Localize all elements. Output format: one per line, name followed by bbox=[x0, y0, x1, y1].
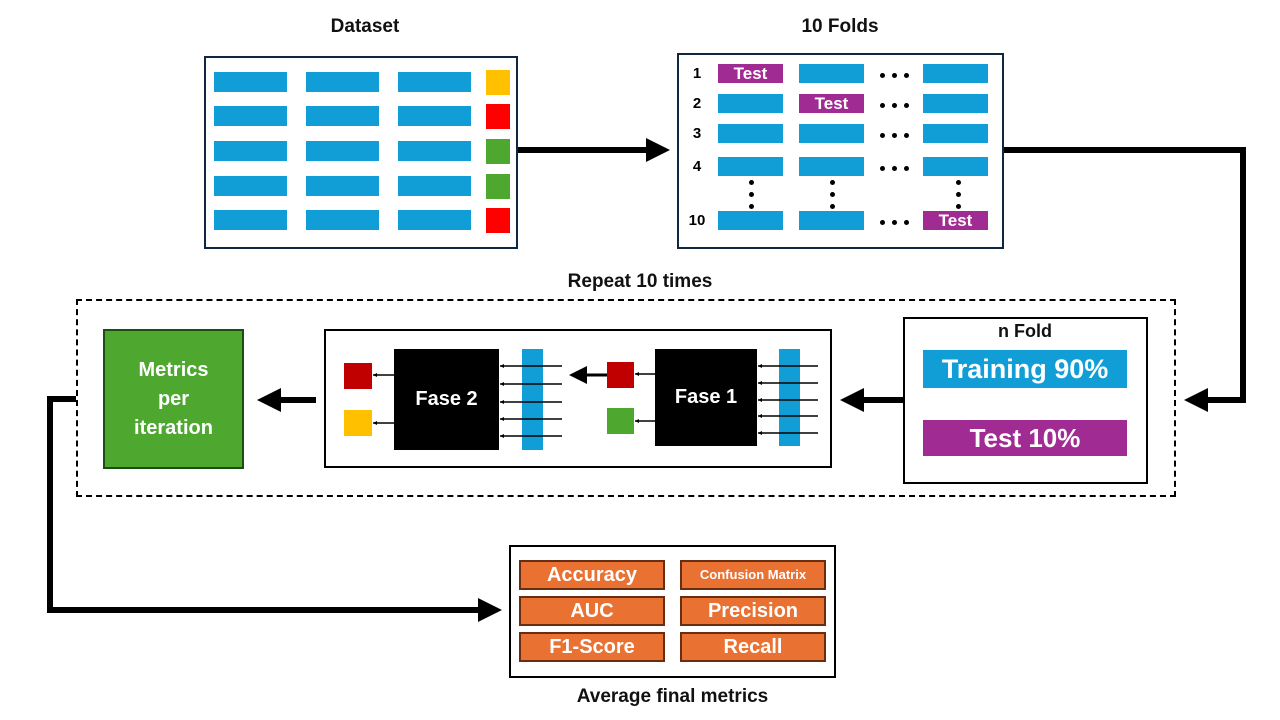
fold-train-cell bbox=[799, 64, 864, 83]
final-metric-recall: Recall bbox=[680, 632, 826, 662]
fold-train-cell bbox=[799, 157, 864, 176]
vertical-ellipsis-dot bbox=[830, 204, 835, 209]
ellipsis-dot bbox=[904, 133, 909, 138]
dataset-feature-cell bbox=[398, 210, 471, 230]
fase2-output-class-1 bbox=[344, 363, 372, 389]
vertical-ellipsis-dot bbox=[749, 204, 754, 209]
fold-train-cell bbox=[923, 157, 988, 176]
metrics-line-3: iteration bbox=[134, 416, 213, 439]
fold-number: 1 bbox=[692, 65, 702, 82]
dataset-feature-cell bbox=[398, 176, 471, 196]
dataset-label-cell bbox=[486, 174, 510, 199]
ellipsis-dot bbox=[904, 220, 909, 225]
ellipsis-dot bbox=[880, 133, 885, 138]
final-metric-auc: AUC bbox=[519, 596, 665, 626]
fase1-output-class-1 bbox=[607, 362, 634, 388]
ellipsis-dot bbox=[880, 103, 885, 108]
dataset-feature-cell bbox=[214, 210, 287, 230]
final-metrics-caption: Average final metrics bbox=[576, 686, 769, 707]
repeat-label: Repeat 10 times bbox=[567, 271, 713, 292]
dataset-box bbox=[204, 56, 518, 249]
metrics-line-1: Metrics bbox=[138, 358, 209, 381]
dataset-feature-cell bbox=[398, 141, 471, 161]
dataset-feature-cell bbox=[214, 72, 287, 92]
dataset-feature-cell bbox=[398, 106, 471, 126]
ellipsis-dot bbox=[892, 103, 897, 108]
fold-number: 4 bbox=[692, 158, 702, 175]
fold-train-cell bbox=[923, 124, 988, 143]
n-fold-title: n Fold bbox=[998, 321, 1052, 341]
ellipsis-dot bbox=[892, 220, 897, 225]
vertical-ellipsis-dot bbox=[956, 192, 961, 197]
fase2-model-block: Fase 2 bbox=[394, 349, 499, 450]
dataset-feature-cell bbox=[306, 210, 379, 230]
training-split-badge: Training 90% bbox=[923, 350, 1127, 388]
fold-test-cell: Test bbox=[923, 211, 988, 230]
metrics-per-iteration-box: Metrics per iteration bbox=[103, 329, 244, 469]
ellipsis-dot bbox=[904, 103, 909, 108]
vertical-ellipsis-dot bbox=[830, 180, 835, 185]
fold-train-cell bbox=[923, 94, 988, 113]
folds-box bbox=[677, 53, 1004, 249]
dataset-label-cell bbox=[486, 104, 510, 129]
fold-train-cell bbox=[718, 94, 783, 113]
fold-train-cell bbox=[799, 124, 864, 143]
ellipsis-dot bbox=[880, 73, 885, 78]
vertical-ellipsis-dot bbox=[830, 192, 835, 197]
dataset-feature-cell bbox=[306, 72, 379, 92]
fold-train-cell bbox=[718, 124, 783, 143]
fase1-output-class-2 bbox=[607, 408, 634, 434]
metrics-line-2: per bbox=[157, 387, 190, 410]
fold-test-cell: Test bbox=[718, 64, 783, 83]
ellipsis-dot bbox=[892, 133, 897, 138]
vertical-ellipsis-dot bbox=[956, 180, 961, 185]
fold-train-cell bbox=[923, 64, 988, 83]
dataset-feature-cell bbox=[214, 141, 287, 161]
dataset-feature-cell bbox=[214, 176, 287, 196]
n-fold-box bbox=[903, 317, 1148, 484]
final-metric-confusion-matrix: Confusion Matrix bbox=[680, 560, 826, 590]
dataset-label-cell bbox=[486, 139, 510, 164]
fold-test-cell: Test bbox=[799, 94, 864, 113]
ellipsis-dot bbox=[880, 166, 885, 171]
fold-train-cell bbox=[799, 211, 864, 230]
fase1-label: Fase 1 bbox=[674, 386, 738, 408]
dataset-feature-cell bbox=[306, 176, 379, 196]
final-metric-f1-score: F1-Score bbox=[519, 632, 665, 662]
fase1-feature-vector bbox=[779, 349, 800, 446]
fold-number: 2 bbox=[692, 95, 702, 112]
fold-train-cell bbox=[718, 211, 783, 230]
ellipsis-dot bbox=[892, 73, 897, 78]
dataset-title: Dataset bbox=[330, 16, 400, 37]
fold-train-cell bbox=[718, 157, 783, 176]
folds-title: 10 Folds bbox=[801, 16, 879, 37]
fase1-model-block: Fase 1 bbox=[655, 349, 757, 446]
dataset-feature-cell bbox=[398, 72, 471, 92]
dataset-feature-cell bbox=[306, 106, 379, 126]
ellipsis-dot bbox=[892, 166, 897, 171]
fase2-output-class-2 bbox=[344, 410, 372, 436]
test-split-badge: Test 10% bbox=[923, 420, 1127, 456]
dataset-label-cell bbox=[486, 70, 510, 95]
final-metric-precision: Precision bbox=[680, 596, 826, 626]
ellipsis-dot bbox=[904, 73, 909, 78]
ellipsis-dot bbox=[880, 220, 885, 225]
vertical-ellipsis-dot bbox=[956, 204, 961, 209]
ellipsis-dot bbox=[904, 166, 909, 171]
vertical-ellipsis-dot bbox=[749, 180, 754, 185]
fold-number: 3 bbox=[692, 125, 702, 142]
fase2-feature-vector bbox=[522, 349, 543, 450]
fase2-label: Fase 2 bbox=[415, 388, 478, 410]
dataset-label-cell bbox=[486, 208, 510, 233]
final-metrics-box bbox=[509, 545, 836, 678]
final-metric-accuracy: Accuracy bbox=[519, 560, 665, 590]
fold-number: 10 bbox=[688, 212, 706, 229]
dataset-feature-cell bbox=[214, 106, 287, 126]
vertical-ellipsis-dot bbox=[749, 192, 754, 197]
dataset-feature-cell bbox=[306, 141, 379, 161]
